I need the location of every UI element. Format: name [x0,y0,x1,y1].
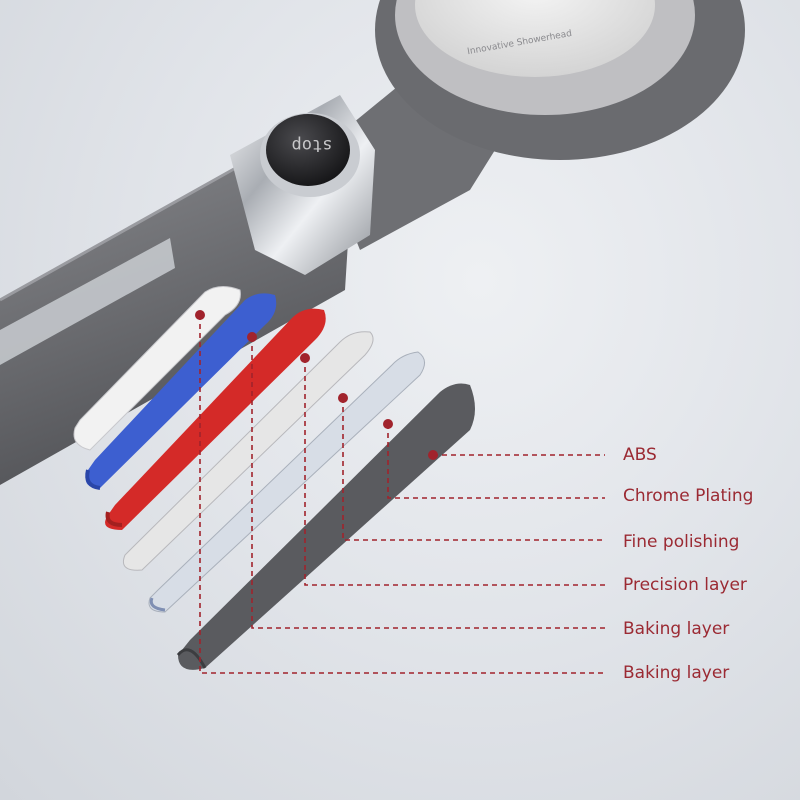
leader-line-chrome-plating [387,424,605,499]
label-chrome-plating: Chrome Plating [623,486,754,506]
leader-dot-baking-layer-2 [195,310,205,320]
layer-baking-blue [85,293,277,490]
leader-lines [195,310,605,674]
leader-dot-fine-polishing [338,393,348,403]
layer-baking-white [73,286,241,451]
handle-window [0,238,175,365]
leader-dot-chrome-plating [383,419,393,429]
stop-button-label: stop [292,135,333,155]
leader-dot-abs [428,450,438,460]
layer-chrome-plating [148,351,425,613]
stop-button[interactable]: stop [260,113,360,197]
leader-line-fine-polishing [342,398,605,541]
leader-dot-baking-layer-1 [247,332,257,342]
leader-line-baking-layer-1 [251,337,605,629]
shower-face [415,0,655,77]
label-baking-layer-1: Baking layer [623,619,730,639]
shower-head: Innovative Showerhead [375,0,745,160]
layer-precision-red [105,308,326,530]
leader-line-baking-layer-2 [199,315,605,674]
layer-fine-polishing [122,331,374,571]
label-fine-polishing: Fine polishing [623,532,740,552]
label-abs: ABS [623,445,657,465]
leader-line-precision-layer [304,358,605,586]
leader-dot-precision-layer [300,353,310,363]
label-baking-layer-2: Baking layer [623,663,730,683]
label-precision-layer: Precision layer [623,575,747,595]
